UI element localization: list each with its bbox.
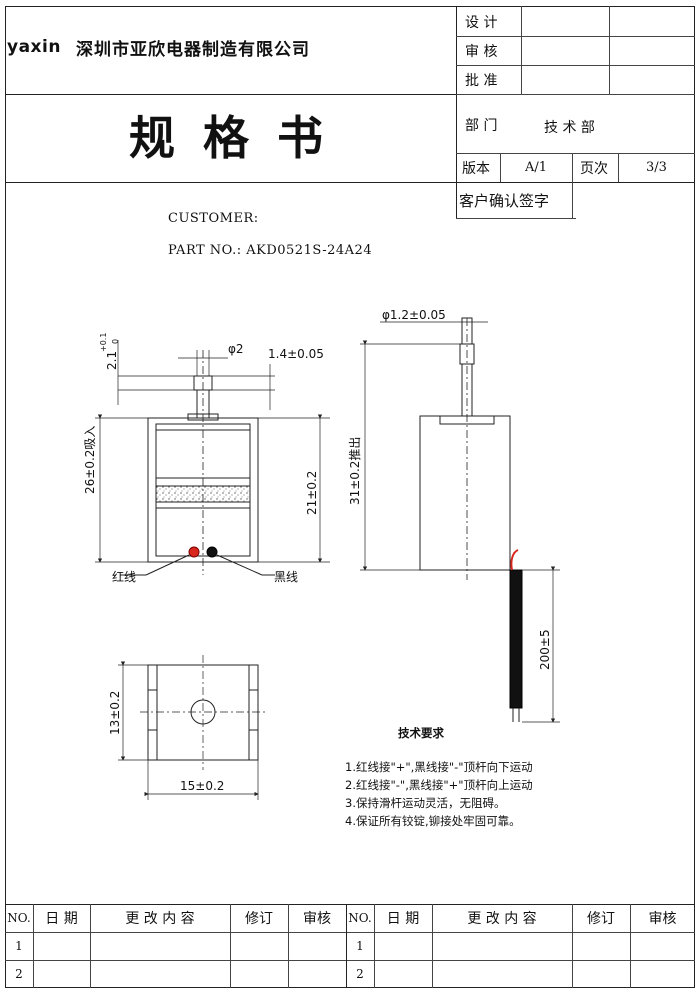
side-red-wire [510, 549, 519, 571]
revision-row-line [5, 932, 695, 933]
bottom-width-dim: 15±0.2 [180, 779, 224, 793]
page-label: 页次 [580, 160, 608, 177]
revision-header: 修订 [587, 911, 615, 927]
black-wire-label: 黑线 [274, 570, 298, 584]
drawing-frame [5, 6, 695, 988]
revision-row-number: 1 [15, 939, 23, 953]
revision-col-line [374, 904, 375, 988]
front-shaft-tol-lower: 0 [111, 339, 120, 344]
front-total-height-dim: 26±0.2吸入 [83, 426, 97, 494]
side-shaft-dia-dim: φ1.2±0.05 [382, 308, 446, 322]
part-number-label: PART NO.: [168, 242, 242, 258]
side-shaft-collar [439, 415, 495, 425]
customer-signature-label: 客户确认签字 [459, 191, 550, 210]
approval-col-line [572, 153, 573, 218]
front-shaft-dia-dim: φ2 [228, 342, 244, 356]
revision-header: 审核 [648, 911, 677, 927]
revision-col-line [630, 904, 631, 988]
revision-header: 更 改 内 容 [125, 911, 195, 927]
bottom-view [118, 655, 266, 800]
revision-header: 审核 [303, 911, 331, 927]
header-right-divider [456, 6, 457, 218]
approval-col-line [618, 153, 619, 182]
red-wire-terminal [188, 546, 200, 558]
revision-header: NO. [348, 911, 372, 925]
revision-row-line [5, 960, 695, 961]
customer-label: CUSTOMER: [168, 210, 259, 226]
side-total-height-dim: 31±0.2推出 [348, 437, 362, 505]
front-shaft-height-dim: 2.1 [105, 351, 119, 370]
requirements-list: 1.红线接"+",黑线接"-"顶杆向下运动 2.红线接"-",黑线接"+"顶杆向… [345, 758, 533, 830]
technical-drawing: φ2 1.4±0.05 2.1 +0.1 0 26±0.2吸入 21±0.2 红… [83, 308, 560, 800]
approval-row-line [456, 153, 695, 154]
revision-col-line [90, 904, 91, 988]
revision-col-line [288, 904, 289, 988]
requirement-item: 3.保持滑杆运动灵活，无阻碍。 [345, 796, 506, 810]
front-body-height-dim: 21±0.2 [305, 471, 319, 515]
revision-header: 更 改 内 容 [467, 911, 537, 927]
revision-row-number: 2 [356, 967, 364, 981]
side-wire-length-dim: 200±5 [538, 629, 552, 670]
front-stroke-dim: 1.4±0.05 [268, 347, 324, 361]
version-label: 版本 [462, 160, 490, 177]
revision-header: NO. [7, 911, 31, 925]
bottom-height-dim: 13±0.2 [108, 691, 122, 735]
approval-col-line [500, 153, 501, 182]
design-label: 设 计 [465, 15, 498, 31]
approval-col-line [609, 6, 610, 94]
company-name: 深圳市亚欣电器制造有限公司 [76, 39, 310, 60]
black-wire-terminal [206, 546, 218, 558]
header-bottom-line [5, 182, 695, 183]
requirements-title: 技术要求 [398, 726, 444, 740]
revision-col-line [432, 904, 433, 988]
bottom-outline [147, 664, 259, 761]
revision-col-line [572, 904, 573, 988]
red-wire-label: 红线 [112, 569, 136, 584]
revision-header: 修订 [245, 911, 273, 927]
requirement-item: 1.红线接"+",黑线接"-"顶杆向下运动 [345, 760, 533, 774]
revision-header: 日 期 [45, 911, 78, 927]
approve-label: 批 准 [465, 73, 498, 89]
side-view [360, 317, 560, 723]
header-divider [5, 94, 457, 95]
revision-header: 日 期 [386, 911, 420, 927]
department-label: 部 门 [465, 118, 498, 134]
front-shaft-tol-upper: +0.1 [99, 333, 108, 352]
approval-row-line [456, 36, 695, 37]
approval-row-line [456, 218, 576, 219]
department-value: 技 术 部 [544, 120, 595, 136]
approval-col-line [521, 6, 522, 94]
approval-row-line [456, 65, 695, 66]
part-number-line: PART NO.: AKD0521S-24A24 [168, 240, 372, 260]
review-label: 审 核 [465, 44, 498, 60]
requirement-item: 4.保证所有铰锭,铆接处牢固可靠。 [345, 814, 521, 828]
front-shaft-collar [187, 413, 219, 421]
page-value: 3/3 [646, 160, 667, 175]
revision-row-number: 1 [356, 939, 364, 953]
side-body [419, 415, 511, 571]
requirement-item: 2.红线接"-",黑线接"+"顶杆向上运动 [345, 778, 533, 792]
front-shaft [196, 389, 210, 419]
front-view [95, 340, 330, 576]
revision-col-line [33, 904, 34, 988]
document-title: 规格书 [129, 111, 351, 165]
approval-row-line [456, 94, 695, 95]
part-number-value: AKD0521S-24A24 [246, 242, 373, 258]
revision-table-top [5, 904, 695, 905]
revision-row-number: 2 [15, 967, 23, 981]
side-wire-bundle [509, 569, 523, 709]
version-value: A/1 [524, 160, 548, 175]
company-logo: yaxin [7, 37, 61, 57]
revision-col-line [230, 904, 231, 988]
revision-col-line [346, 904, 347, 988]
